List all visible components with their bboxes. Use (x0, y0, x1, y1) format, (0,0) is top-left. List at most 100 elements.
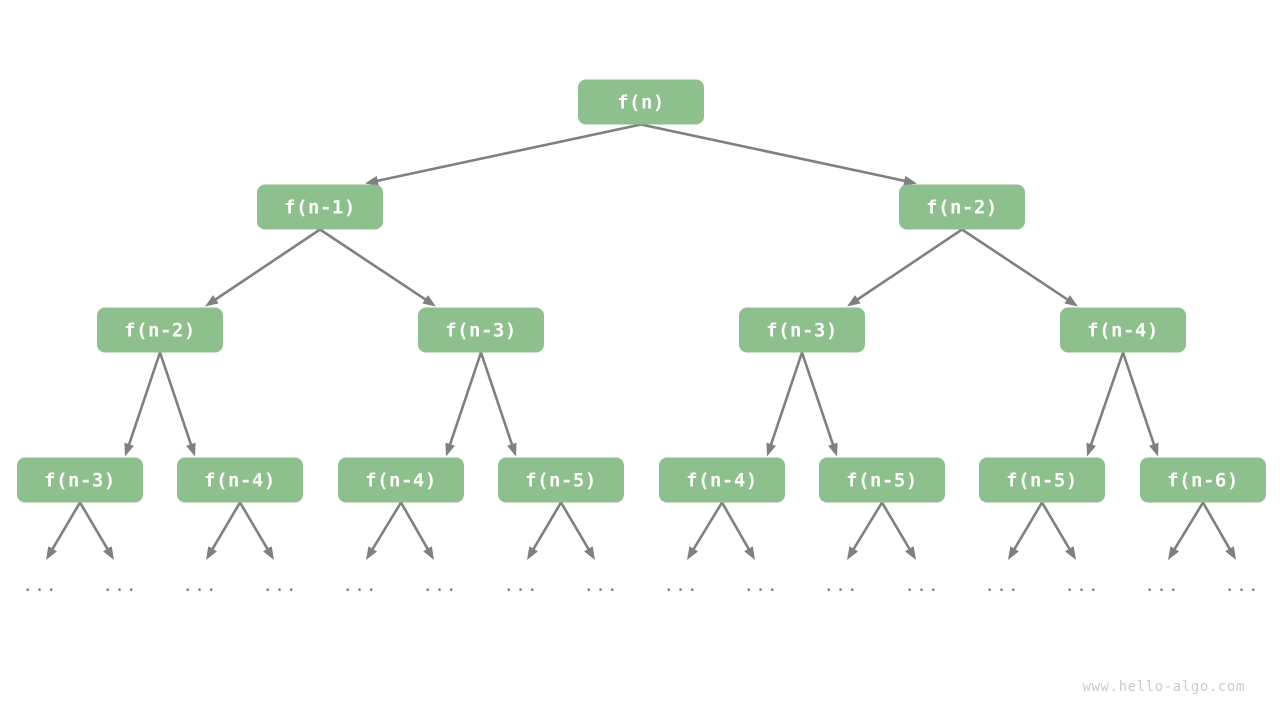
tree-node[interactable]: f(n) (578, 79, 704, 125)
ellipsis-edge-15-arrowhead (1225, 546, 1236, 560)
edge-L2N2-L3N4-line (769, 352, 804, 447)
tree-node[interactable]: f(n-3) (739, 307, 865, 353)
ellipsis-label: ... (22, 575, 58, 596)
node-box[interactable] (739, 307, 865, 353)
tree-node[interactable]: f(n-6) (1140, 457, 1266, 503)
ellipsis-edge-3-arrowhead (263, 546, 274, 560)
ellipsis-edge-6-line (531, 501, 563, 552)
ellipsis-label: ... (342, 575, 378, 596)
edge-L1N0-L2N1-arrowhead (422, 295, 436, 307)
tree-node[interactable]: f(n-5) (979, 457, 1105, 503)
ellipsis-edge-14-line (1172, 501, 1205, 552)
edge-L0N0-L1N1-arrowhead (903, 175, 917, 186)
node-label: f(n-4) (204, 470, 276, 492)
node-box[interactable] (418, 307, 544, 353)
watermark-label: www.hello-algo.com (1082, 679, 1245, 695)
node-box[interactable] (659, 457, 785, 503)
edge-L1N1-L2N3-arrowhead (1064, 295, 1078, 307)
edge-L2N0-L3N0-arrowhead (124, 442, 134, 457)
node-label: f(n-4) (365, 470, 437, 492)
ellipsis-label: ... (823, 575, 859, 596)
ellipsis-edge-7-line (559, 501, 591, 552)
node-label: f(n-2) (124, 320, 196, 342)
ellipsis-edge-1-line (78, 501, 110, 552)
tree-node[interactable]: f(n-4) (177, 457, 303, 503)
tree-node[interactable]: f(n-3) (17, 457, 143, 503)
edge-L2N2-L3N5-line (800, 352, 835, 447)
ellipsis-edge-7-arrowhead (584, 546, 595, 560)
node-box[interactable] (1140, 457, 1266, 503)
node-box[interactable] (899, 184, 1025, 230)
edge-L2N3-L3N6-line (1089, 352, 1125, 447)
ellipsis-label: ... (182, 575, 218, 596)
node-box[interactable] (338, 457, 464, 503)
node-label: f(n-3) (445, 320, 517, 342)
node-box[interactable] (819, 457, 945, 503)
tree-node[interactable]: f(n-4) (338, 457, 464, 503)
edge-L2N2-L3N5-arrowhead (828, 442, 838, 457)
nodes-layer: f(n) f(n-1) f(n-2) f(n-2) f(n-3) f(n-3) f(n-4)… (17, 79, 1266, 503)
tree-node[interactable]: f(n-3) (418, 307, 544, 353)
ellipsis-edge-8-line (691, 501, 724, 552)
ellipsis-edge-10-line (851, 501, 884, 552)
ellipsis-edge-14-arrowhead (1168, 546, 1180, 560)
ellipsis-edge-13-arrowhead (1065, 546, 1076, 560)
tree-node[interactable]: f(n-5) (819, 457, 945, 503)
ellipsis-edge-4-line (370, 501, 403, 552)
node-label: f(n-5) (525, 470, 597, 492)
ellipsis-label: ... (583, 575, 619, 596)
edge-L2N0-L3N1-line (158, 352, 193, 447)
node-box[interactable] (177, 457, 303, 503)
ellipsis-edge-4-arrowhead (366, 546, 378, 560)
ellipsis-edge-13-line (1040, 501, 1072, 552)
node-box[interactable] (578, 79, 704, 125)
node-box[interactable] (97, 307, 223, 353)
ellipsis-edge-0-line (50, 501, 82, 552)
ellipsis-label: ... (904, 575, 940, 596)
tree-node[interactable]: f(n-4) (659, 457, 785, 503)
ellipsis-label: ... (1224, 575, 1260, 596)
ellipsis-edge-6-arrowhead (527, 546, 538, 560)
ellipsis-label: ... (262, 575, 298, 596)
ellipsis-label: ... (102, 575, 138, 596)
edge-L2N3-L3N7-arrowhead (1149, 442, 1159, 457)
node-label: f(n-5) (1006, 470, 1078, 492)
ellipsis-layer: ........................................… (22, 575, 1260, 596)
tree-node[interactable]: f(n-2) (97, 307, 223, 353)
tree-node[interactable]: f(n-2) (899, 184, 1025, 230)
node-label: f(n-4) (686, 470, 758, 492)
node-box[interactable] (498, 457, 624, 503)
edge-L1N0-L2N1-line (319, 228, 428, 302)
node-box[interactable] (979, 457, 1105, 503)
edge-L1N1-L2N2-arrowhead (847, 295, 861, 307)
ellipsis-edge-8-arrowhead (687, 546, 699, 560)
ellipsis-label: ... (663, 575, 699, 596)
ellipsis-edge-10-arrowhead (847, 546, 859, 560)
edge-L2N2-L3N4-arrowhead (766, 442, 776, 457)
node-label: f(n-3) (44, 470, 116, 492)
ellipsis-label: ... (1144, 575, 1180, 596)
node-label: f(n) (617, 92, 665, 114)
edge-L1N1-L2N3-line (961, 228, 1070, 302)
ellipsis-label: ... (984, 575, 1020, 596)
edge-L2N1-L3N3-arrowhead (507, 442, 517, 457)
node-box[interactable] (257, 184, 383, 230)
tree-node[interactable]: f(n-5) (498, 457, 624, 503)
node-box[interactable] (1060, 307, 1186, 353)
edge-L1N0-L2N0-arrowhead (205, 295, 219, 307)
ellipsis-edge-9-line (720, 501, 751, 552)
edge-L0N0-L1N0-line (375, 123, 642, 183)
ellipsis-edge-5-line (399, 501, 430, 552)
ellipsis-edge-15-line (1201, 501, 1232, 552)
node-box[interactable] (17, 457, 143, 503)
tree-node[interactable]: f(n-1) (257, 184, 383, 230)
edge-L2N1-L3N3-line (479, 352, 514, 447)
edge-L0N0-L1N1-line (640, 123, 907, 183)
edge-L2N1-L3N2-line (448, 352, 483, 447)
ellipsis-label: ... (1064, 575, 1100, 596)
ellipsis-edge-2-line (210, 501, 242, 552)
tree-node[interactable]: f(n-4) (1060, 307, 1186, 353)
node-label: f(n-1) (284, 197, 356, 219)
ellipsis-edge-2-arrowhead (206, 546, 217, 560)
